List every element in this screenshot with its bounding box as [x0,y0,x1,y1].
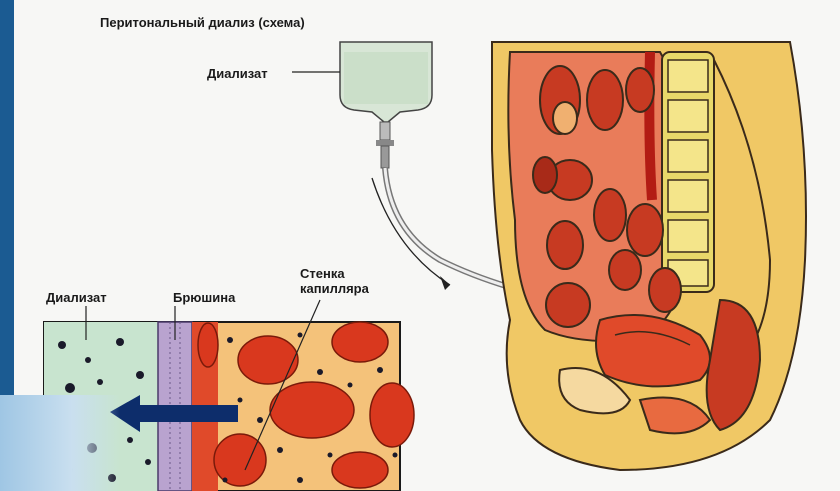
label-dialysate-bag: Диализат [207,66,268,81]
label-capillary-line1: Стенка [300,266,369,281]
label-capillary-wall: Стенка капилляра [300,266,369,296]
flow-arrow-head [440,276,450,290]
dialysate-bag [340,42,432,168]
label-peritoneum: Брюшина [173,290,235,305]
diagram-title: Перитональный диализ (схема) [100,15,305,30]
label-capillary-line2: капилляра [300,281,369,296]
slide-corner-fade [0,395,120,491]
label-dialysate-zone: Диализат [46,290,107,305]
abdomen-section [492,42,806,470]
